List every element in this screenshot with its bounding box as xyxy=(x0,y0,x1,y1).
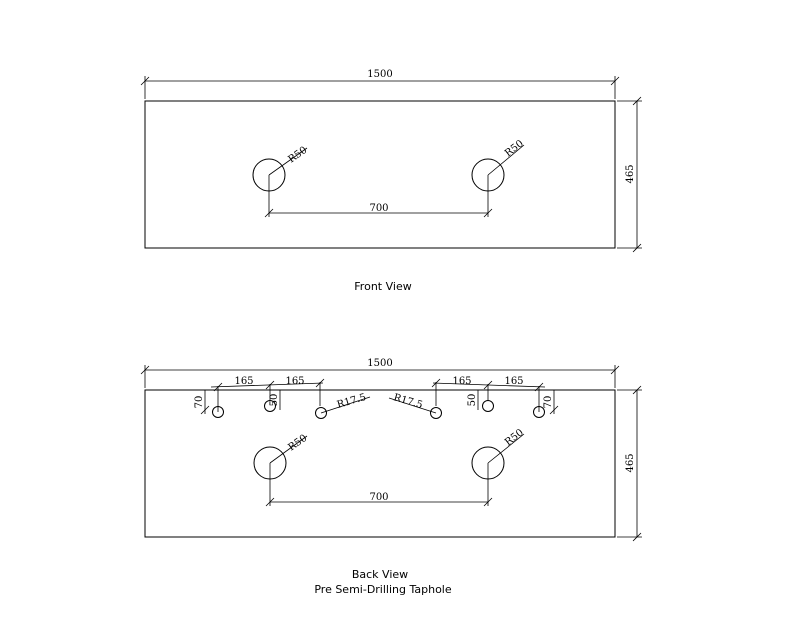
back-taphole-left-mid xyxy=(315,407,327,419)
back-taphole-right-radius-leader xyxy=(388,397,437,414)
front-height-tick-top xyxy=(632,96,642,106)
back-tap-right-outer-offset-tick xyxy=(549,405,559,415)
back-height-label: 465 xyxy=(625,453,636,472)
back-taphole-left-inner xyxy=(264,400,276,412)
back-taphole-right-outer xyxy=(533,406,545,418)
back-width-label: 1500 xyxy=(367,358,392,369)
front-height-tick-bottom xyxy=(632,243,642,253)
back-tap-right-chain-line xyxy=(432,382,546,388)
back-tap-left-chain-line xyxy=(210,382,324,388)
back-taphole-right-mid xyxy=(430,407,442,419)
back-taphole-left-radius-leader xyxy=(320,396,371,414)
front-spacing-label: 700 xyxy=(369,203,388,214)
back-panel-outline xyxy=(144,389,616,538)
back-tap-left-spacing-2: 165 xyxy=(285,376,304,387)
front-spacing-tick-left xyxy=(264,208,274,218)
back-hole-right-radius-label: R50 xyxy=(503,427,526,448)
back-tap-right-inner-offset: 50 xyxy=(467,394,478,407)
back-hole-left-radius-leader xyxy=(269,435,308,464)
back-taphole-right-inner xyxy=(482,400,494,412)
front-hole-left-radius-leader xyxy=(268,147,308,176)
back-tap-right-spacing-2: 165 xyxy=(504,376,523,387)
back-tap-right-outer-offset: 70 xyxy=(543,396,554,409)
back-tap-left-outer-offset-tick xyxy=(200,405,210,415)
back-taphole-right-radius-label: R17.5 xyxy=(392,392,424,411)
back-width-tick-right xyxy=(610,365,620,375)
back-height-tick-bottom xyxy=(632,532,642,542)
back-taphole-left-radius-label: R17.5 xyxy=(336,392,368,411)
back-tap-left-inner-offset: 50 xyxy=(269,394,280,407)
back-view-caption-line1: Back View xyxy=(352,568,408,581)
back-hole-right-radius-leader xyxy=(487,433,525,464)
front-view: 1500 465 R50 R50 700 Front View xyxy=(140,69,642,293)
back-tap-right-spacing-1: 165 xyxy=(452,376,471,387)
back-hole-left-radius-label: R50 xyxy=(286,433,309,454)
front-width-tick-right xyxy=(610,76,620,86)
front-height-label: 465 xyxy=(625,164,636,183)
back-height-tick-top xyxy=(632,385,642,395)
front-spacing-tick-right xyxy=(483,208,493,218)
front-hole-right-radius-label: R50 xyxy=(503,138,526,159)
back-tap-left-outer-offset: 70 xyxy=(194,396,205,409)
front-view-caption: Front View xyxy=(354,280,411,293)
back-spacing-tick-left xyxy=(265,497,275,507)
front-width-label: 1500 xyxy=(367,69,392,80)
back-width-tick-left xyxy=(140,365,150,375)
back-spacing-tick-right xyxy=(483,497,493,507)
back-tap-left-spacing-1: 165 xyxy=(234,376,253,387)
front-panel-outline xyxy=(144,100,616,249)
back-view: 1500 465 165 165 165 165 70 50 xyxy=(140,358,642,596)
front-width-tick-left xyxy=(140,76,150,86)
back-taphole-left-outer xyxy=(212,406,224,418)
front-hole-left-radius-label: R50 xyxy=(286,145,309,166)
back-spacing-label: 700 xyxy=(369,492,388,503)
back-view-caption-line2: Pre Semi-Drilling Taphole xyxy=(314,583,452,596)
front-hole-right-radius-leader xyxy=(487,144,525,176)
